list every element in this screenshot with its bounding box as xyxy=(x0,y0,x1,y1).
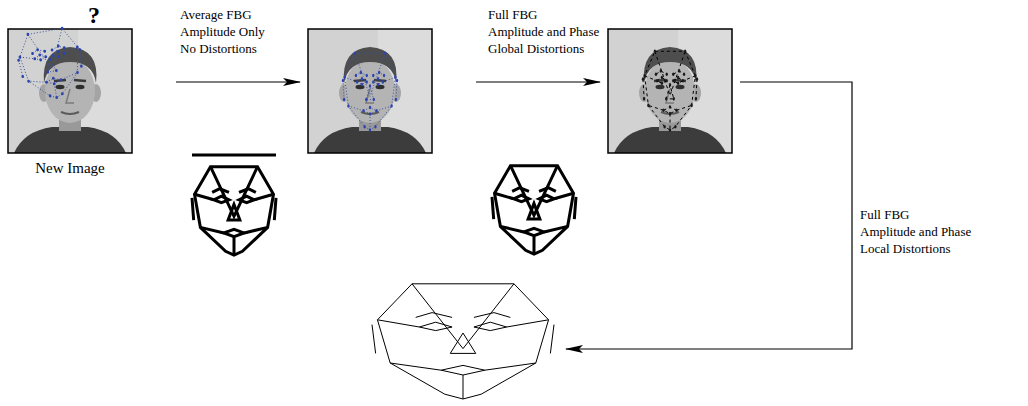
step-arrow xyxy=(176,81,300,82)
graph-overlay-lines xyxy=(643,51,697,130)
graph-overlay xyxy=(342,51,398,131)
step-label: Full FBG Amplitude and Phase Global Dist… xyxy=(488,6,599,57)
image-node: ? New Image xyxy=(8,2,134,180)
step-label: Average FBG Amplitude Only No Distortion… xyxy=(180,6,265,57)
face-graph-template xyxy=(192,167,276,255)
step-arrow xyxy=(476,81,600,82)
graph-overlay-dots xyxy=(13,24,89,104)
face-graph-template xyxy=(492,166,576,254)
step-label: Full FBG Amplitude and Phase Local Disto… xyxy=(860,206,971,257)
face-graph-result xyxy=(372,284,554,399)
image-caption: New Image xyxy=(8,159,132,177)
graph-overlay-dots xyxy=(642,49,698,131)
matched-photo xyxy=(608,29,732,153)
face-graph-bold xyxy=(192,167,276,255)
graph-overlay-lines xyxy=(343,53,397,130)
face-graph-thin xyxy=(372,284,554,399)
face-graph-bold xyxy=(492,166,576,254)
graph-overlay-lines xyxy=(14,26,87,103)
matched-photo xyxy=(308,29,432,153)
graph-overlay-dots xyxy=(342,51,398,131)
step-arrow xyxy=(566,82,852,349)
average-bar xyxy=(192,154,276,157)
new-image-photo xyxy=(8,29,132,153)
graph-overlay xyxy=(13,24,89,104)
question-mark: ? xyxy=(88,2,100,28)
graph-overlay xyxy=(642,49,698,131)
